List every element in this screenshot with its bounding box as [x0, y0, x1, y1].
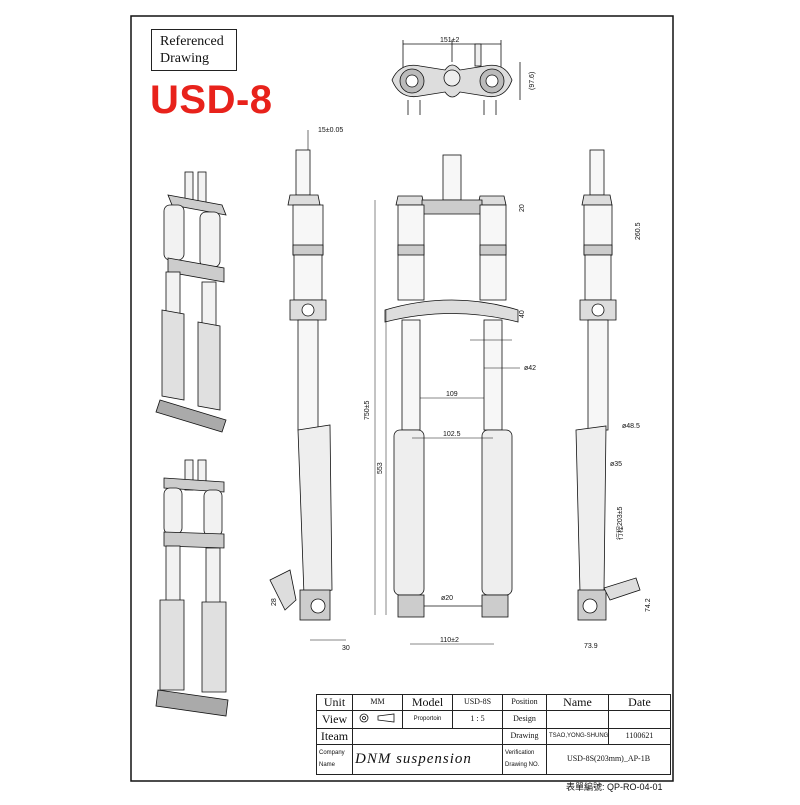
date-label: Date	[608, 694, 671, 711]
verification-label: Verification	[505, 750, 535, 757]
title-block: Unit MM Model USD-8S Position Name Date …	[316, 694, 671, 776]
dim-203: 行程203±5	[615, 506, 624, 540]
form-code: 表單編號: QP-RO-04-01	[566, 782, 663, 792]
dim-20b: ø20	[441, 595, 453, 602]
model-title: USD-8	[150, 78, 273, 122]
drawing-no-label: Drawing NO.	[505, 762, 540, 769]
dim-28: 28	[271, 598, 278, 606]
company-name-label: Company Name	[316, 743, 353, 776]
view-label: View	[316, 709, 353, 729]
reference-line-1: Referenced	[160, 34, 224, 49]
dim-151: 151±2	[440, 37, 460, 44]
dim-97: (97.6)	[529, 72, 536, 90]
model-label: Model	[402, 694, 453, 711]
projection-symbol-icon	[352, 709, 403, 729]
dim-1025: 102.5	[443, 431, 461, 438]
drawing-label: Drawing	[502, 727, 547, 745]
reference-line-2: Drawing	[160, 51, 209, 66]
unit-value: MM	[352, 694, 403, 711]
top-view-triple-clamp	[391, 40, 521, 115]
dim-739: 73.9	[584, 643, 598, 650]
dim-35: ø35	[610, 461, 622, 468]
design-date	[608, 709, 671, 729]
iteam-label: Iteam	[316, 727, 353, 745]
dim-553: 553	[377, 462, 384, 474]
dim-109: 109	[446, 391, 458, 398]
proportion-value: 1 : 5	[452, 709, 503, 729]
dim-15: 15±0.05	[318, 127, 343, 134]
dim-110: 110±2	[440, 637, 459, 644]
design-name	[546, 709, 609, 729]
dim-42: ø42	[524, 365, 536, 372]
position-label: Position	[502, 694, 547, 711]
dim-742: 74.2	[645, 598, 652, 612]
dim-20: 20	[519, 204, 526, 212]
drawing-date: 1100621	[608, 727, 671, 745]
dim-260: 260.5	[635, 222, 642, 240]
dim-30: 30	[342, 645, 350, 652]
iteam-value	[352, 727, 503, 745]
name-label: Name	[546, 694, 609, 711]
front-view	[384, 154, 519, 618]
drawing-frame	[130, 15, 674, 782]
design-label: Design	[502, 709, 547, 729]
company-value: DNM suspension	[352, 743, 503, 776]
verification-cell: Verification Drawing NO.	[502, 743, 547, 776]
drawer-name: TSAO,YONG-SHUNG	[546, 727, 609, 745]
company-label: Company	[319, 750, 345, 757]
referenced-drawing-label: Referenced Drawing	[151, 29, 237, 71]
side-view-right	[575, 149, 641, 621]
proportion-label: Proportoin	[402, 709, 453, 729]
name-row-label: Name	[319, 762, 336, 769]
iso-view-top	[155, 171, 227, 433]
side-view-left	[269, 149, 333, 621]
dim-40: 40	[519, 310, 526, 318]
dim-750: 750±5	[364, 400, 371, 420]
iso-view-bottom	[155, 459, 229, 717]
unit-label: Unit	[316, 694, 353, 711]
drawing-no-value: USD-8S(203mm)_AP-1B	[546, 743, 671, 776]
dim-485: ø48.5	[622, 423, 640, 430]
model-value: USD-8S	[452, 694, 503, 711]
